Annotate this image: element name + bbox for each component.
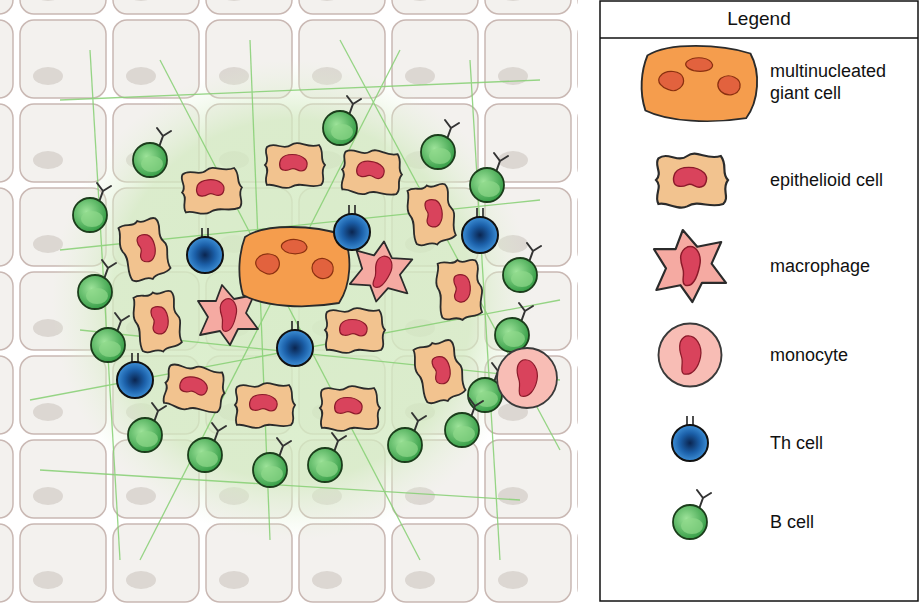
fibrin-fibers: [30, 40, 560, 560]
b-cell: [133, 128, 171, 177]
epithelioid-cells: [115, 143, 485, 431]
epithelioid-cell: [265, 143, 325, 188]
legend-heading: Legend: [609, 7, 909, 31]
legend-th-icon: [672, 416, 708, 461]
b-cell: [495, 303, 533, 352]
b-cell: [421, 120, 459, 169]
legend-label: epithelioid cell: [770, 169, 914, 192]
b-cell: [470, 153, 508, 202]
epithelioid-cell: [130, 289, 185, 356]
legend-divider: [600, 37, 918, 39]
th-cells: [117, 205, 498, 398]
legend-macrophage-icon: [654, 230, 726, 302]
legend-epithelioid-icon: [656, 154, 728, 208]
giant-cell: [239, 227, 349, 306]
granuloma-halo: [52, 60, 532, 540]
b-cell: [503, 243, 541, 292]
th-cell: [117, 353, 153, 398]
legend-label: Th cell: [770, 432, 914, 455]
legend-label: monocyte: [770, 344, 914, 367]
th-cell: [334, 205, 370, 250]
epithelioid-cell: [235, 383, 295, 428]
epithelioid-cell: [404, 182, 459, 249]
epithelioid-cell: [434, 258, 484, 322]
epithelioid-cell: [410, 337, 469, 407]
b-cell: [253, 438, 291, 487]
epithelioid-cell: [161, 361, 228, 416]
epithelioid-cell: [340, 147, 404, 197]
th-cell: [462, 208, 498, 253]
legend-panel: [600, 1, 918, 601]
legend-frame: [600, 1, 918, 601]
b-cells: [73, 96, 541, 487]
b-cell: [73, 183, 111, 232]
epithelioid-cell: [115, 215, 174, 285]
b-cell: [445, 398, 483, 447]
epithelioid-cell: [325, 308, 385, 353]
tissue-background: [0, 0, 578, 603]
legend-label: macrophage: [770, 255, 914, 278]
b-cell: [308, 433, 346, 482]
epithelioid-cell: [180, 165, 244, 215]
b-cell: [128, 403, 166, 452]
b-cell: [388, 413, 426, 462]
th-cell: [277, 321, 313, 366]
legend-b-icon: [673, 490, 711, 539]
legend-label: B cell: [770, 511, 914, 534]
legend-giant-icon: [642, 46, 758, 121]
th-cell: [187, 228, 223, 273]
legend-monocyte-icon: [659, 324, 722, 387]
b-cell: [91, 313, 129, 362]
monocyte-cell: [497, 348, 557, 408]
epithelioid-cell: [320, 386, 380, 431]
b-cell: [188, 423, 226, 472]
legend-label: multinucleated giant cell: [770, 60, 914, 105]
b-cell: [78, 260, 116, 309]
b-cell: [323, 96, 361, 145]
